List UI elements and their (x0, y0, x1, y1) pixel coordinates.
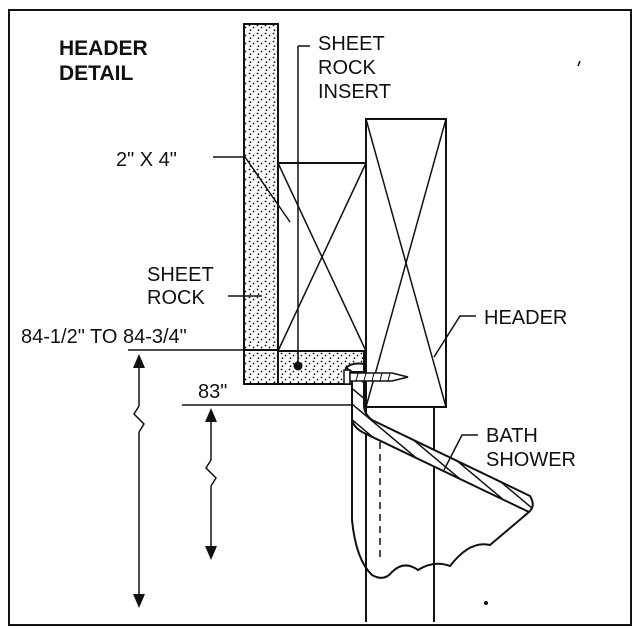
sheet-rock-bottom (243, 349, 279, 385)
stray-mark (577, 60, 581, 67)
label-stud: 2" X 4" (116, 149, 177, 171)
title-line-2: DETAIL (59, 62, 134, 85)
label-sheet-rock-insert-2: ROCK (318, 57, 376, 79)
leader-stud (213, 156, 291, 223)
label-dim-upper: 84-1/2" TO 84-3/4" (21, 326, 187, 348)
bath-shower-flange (351, 371, 534, 514)
label-sheet-rock-insert-1: SHEET (318, 33, 385, 55)
label-dim-lower: 83" (198, 381, 228, 403)
title-line-1: HEADER (59, 37, 148, 60)
leader-bath-shower (443, 434, 478, 471)
stud-2x4 (277, 162, 367, 352)
label-bath-shower-2: SHOWER (486, 449, 576, 471)
diagram-frame (8, 9, 632, 626)
bath-shower-body (351, 420, 530, 579)
lower-wall (365, 407, 435, 622)
dim-arrow-lower (205, 408, 217, 560)
leader-sheet-rock-insert (293, 45, 310, 371)
stray-dot (484, 601, 488, 605)
label-sheet-rock-2: ROCK (147, 287, 205, 309)
sheet-rock-panel (243, 23, 279, 385)
label-sheet-rock-insert-3: INSERT (318, 81, 391, 103)
screw (343, 369, 409, 385)
header-beam (365, 118, 447, 408)
leader-header (433, 315, 476, 358)
label-sheet-rock-1: SHEET (147, 264, 214, 286)
dim-arrow-upper (133, 354, 145, 608)
label-bath-shower-1: BATH (486, 425, 538, 447)
label-header: HEADER (484, 307, 568, 329)
